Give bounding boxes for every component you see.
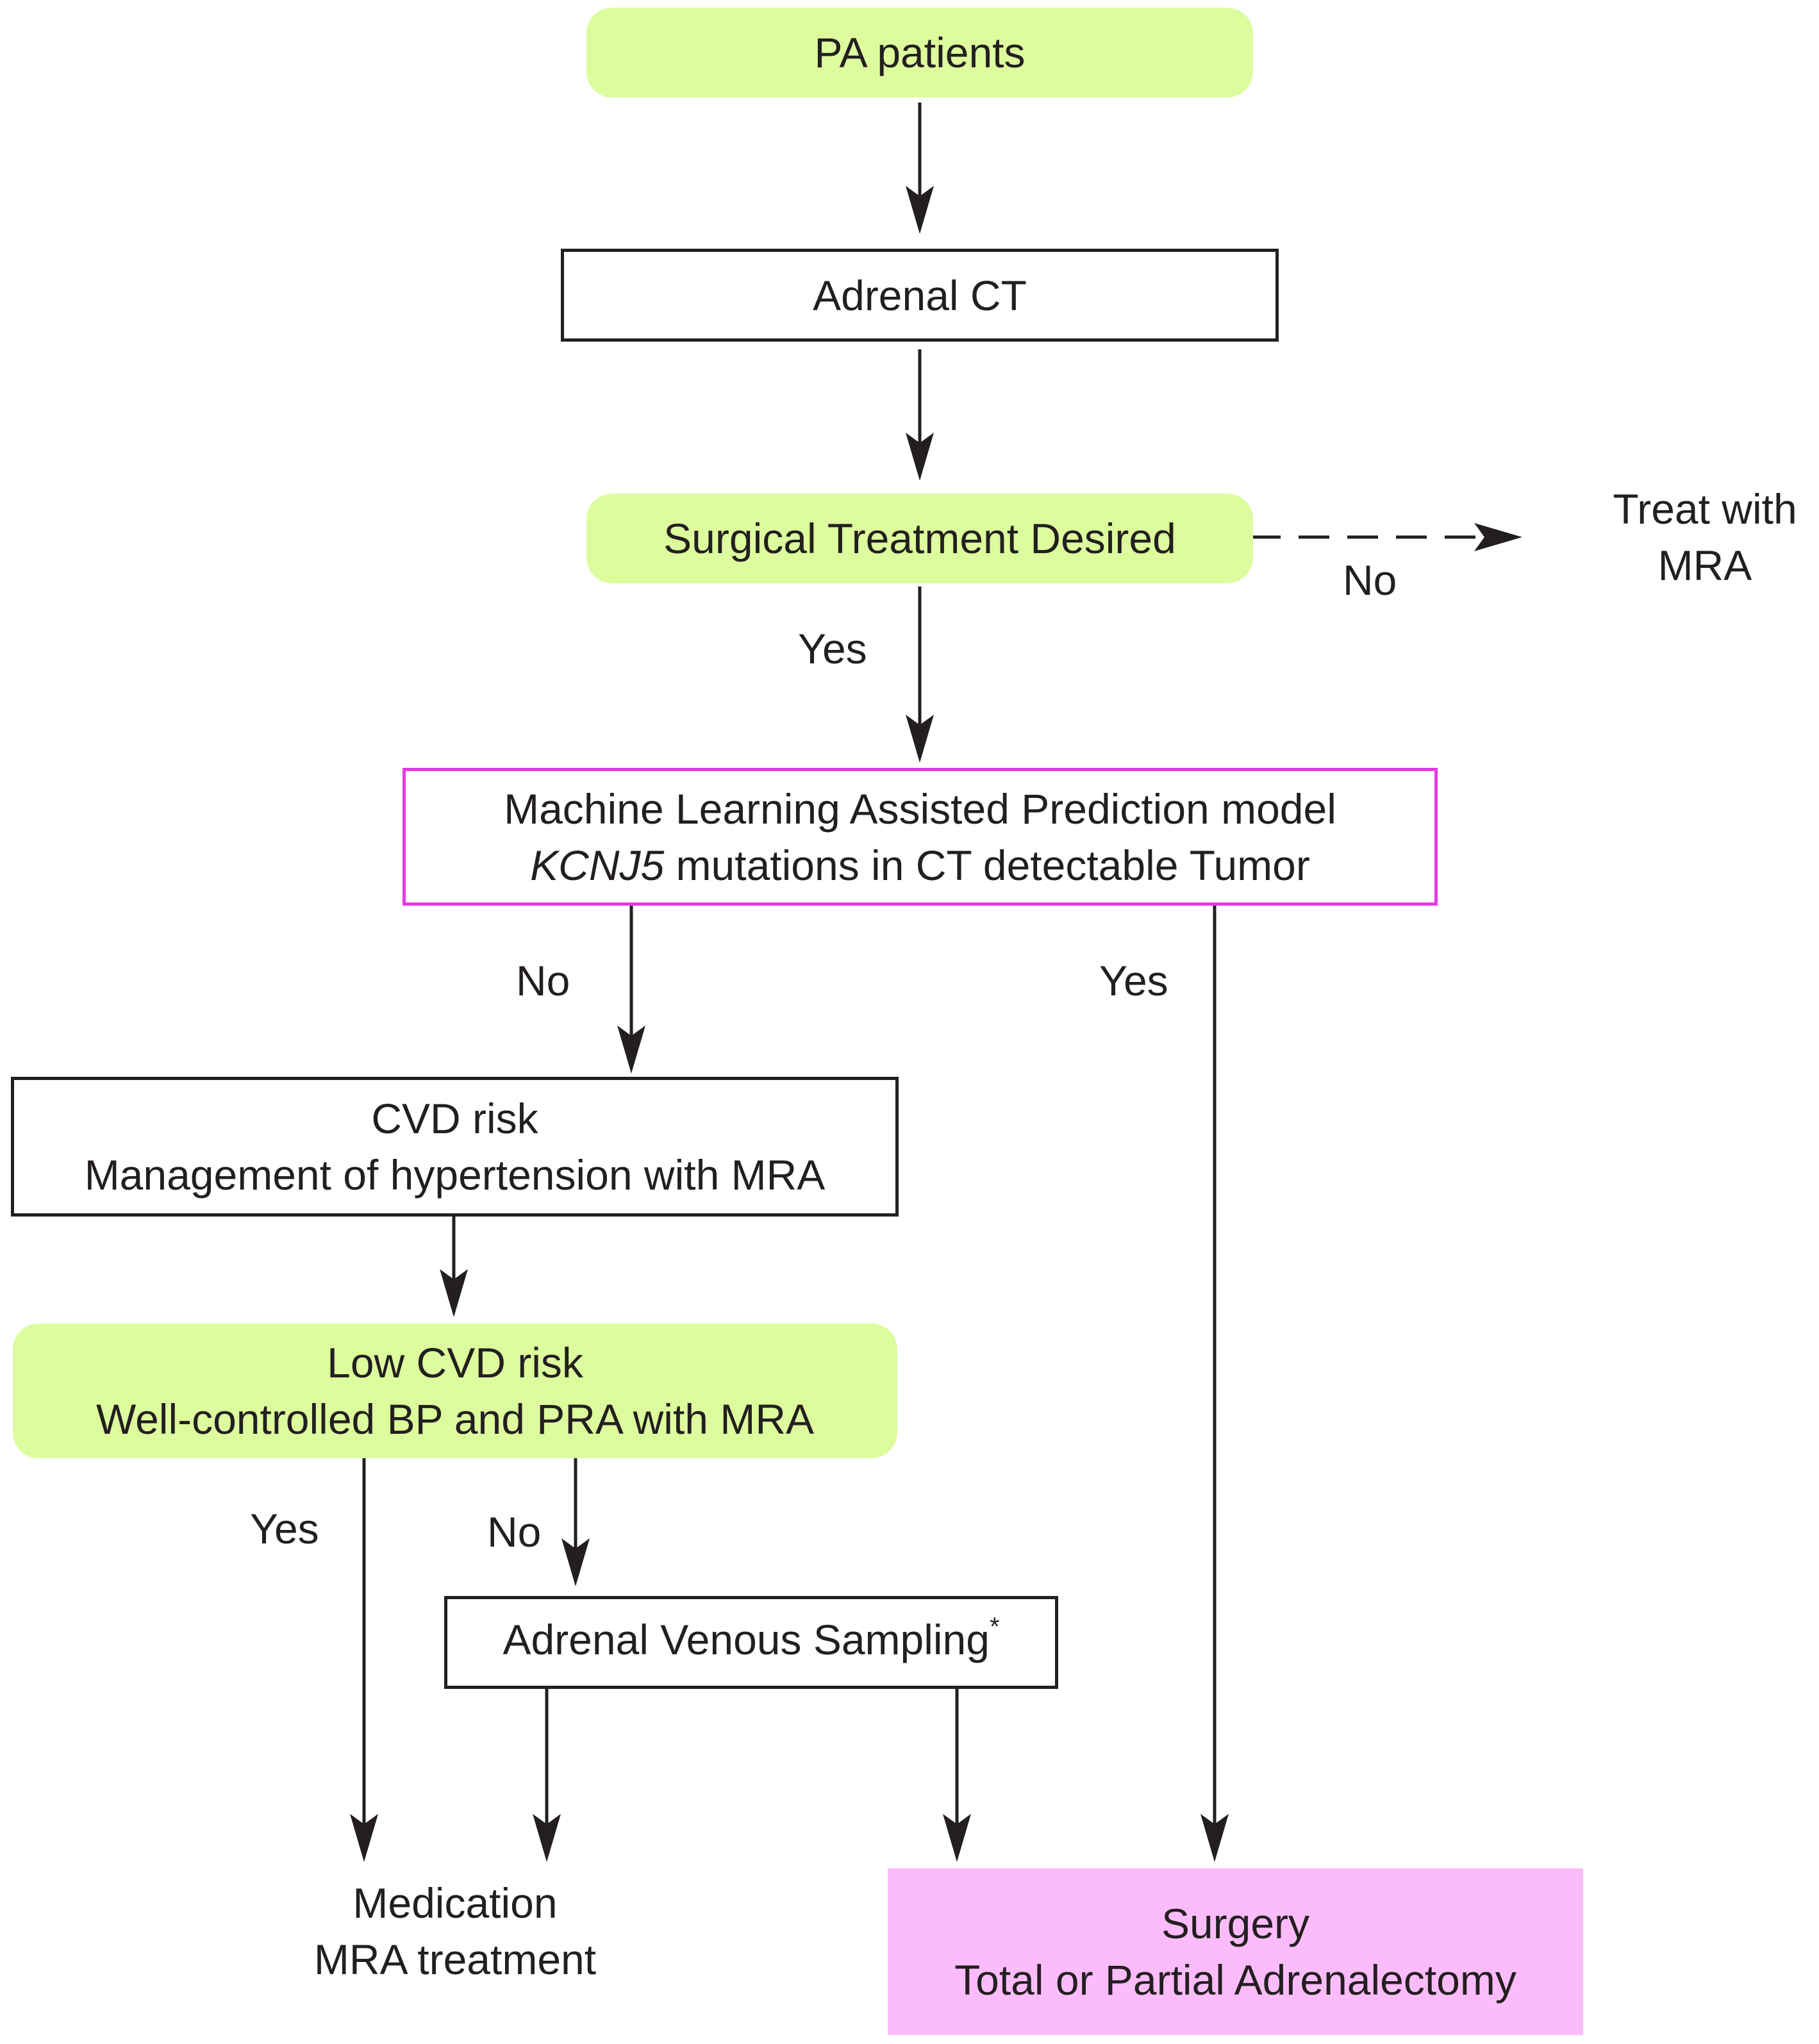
- avs-node: Adrenal Venous Sampling*: [444, 1596, 1058, 1689]
- low-cvd-risk-line1: Low CVD risk: [327, 1339, 583, 1386]
- arrowhead-ct-surgical: [906, 433, 934, 481]
- avs-footnote-mark: *: [989, 1612, 1000, 1641]
- arrowhead-ml-cvd: [617, 1026, 645, 1074]
- kcnj5-gene-name: KCNJ5: [530, 841, 665, 889]
- medication-node: Medication MRA treatment: [231, 1870, 679, 1992]
- pa-patients-node: PA patients: [586, 8, 1253, 97]
- avs-label: Adrenal Venous Sampling*: [503, 1611, 999, 1674]
- arrowhead-low-avs: [561, 1538, 590, 1586]
- surgery-line2: Total or Partial Adrenalectomy: [954, 1956, 1516, 2004]
- treat-with-mra-line1: Treat with: [1613, 485, 1797, 533]
- arrowhead-surgical-ml: [906, 715, 934, 763]
- cvd-risk-line1: CVD risk: [371, 1095, 538, 1142]
- medication-line2: MRA treatment: [313, 1936, 597, 1983]
- treat-with-mra-line2: MRA: [1657, 542, 1752, 589]
- edge-label-low-no: No: [487, 1508, 542, 1556]
- arrowhead-avs-surgery: [943, 1814, 971, 1862]
- ml-prediction-line2: KCNJ5 mutations in CT detectable Tumor: [530, 837, 1310, 893]
- ml-prediction-line2-rest: mutations in CT detectable Tumor: [664, 841, 1310, 889]
- treat-with-mra-node: Treat with MRA: [1564, 479, 1819, 595]
- low-cvd-risk-node: Low CVD risk Well-controlled BP and PRA …: [13, 1324, 897, 1458]
- arrowhead-avs-medication: [533, 1814, 561, 1862]
- arrowhead-cvd-low: [440, 1269, 468, 1317]
- arrowhead-ml-surgery: [1200, 1814, 1229, 1862]
- edge-label-surgical-no: No: [1343, 556, 1397, 604]
- low-cvd-risk-line2: Well-controlled BP and PRA with MRA: [96, 1395, 815, 1443]
- surgical-treatment-node: Surgical Treatment Desired: [586, 494, 1253, 583]
- medication-line1: Medication: [353, 1879, 558, 1927]
- arrowhead-low-medication: [350, 1814, 378, 1862]
- arrowhead-pa-ct: [906, 186, 934, 234]
- adrenal-ct-label: Adrenal CT: [813, 271, 1027, 319]
- avs-label-text: Adrenal Venous Sampling: [503, 1615, 990, 1663]
- edge-label-low-yes: Yes: [250, 1505, 319, 1552]
- ml-prediction-node: Machine Learning Assisted Prediction mod…: [403, 768, 1438, 906]
- edge-label-ml-yes: Yes: [1099, 957, 1168, 1004]
- surgery-node: Surgery Total or Partial Adrenalectomy: [888, 1868, 1583, 2035]
- pa-patients-label: PA patients: [814, 29, 1026, 76]
- edge-label-ml-no: No: [516, 957, 570, 1004]
- arrowhead-surgical-mra: [1474, 523, 1522, 551]
- ml-prediction-line1: Machine Learning Assisted Prediction mod…: [504, 785, 1336, 833]
- surgery-line1: Surgery: [1161, 1900, 1310, 1947]
- surgical-treatment-label: Surgical Treatment Desired: [663, 515, 1176, 562]
- edge-label-surgical-yes: Yes: [798, 625, 867, 672]
- adrenal-ct-node: Adrenal CT: [561, 249, 1279, 342]
- cvd-risk-line2: Management of hypertension with MRA: [84, 1151, 826, 1199]
- cvd-risk-node: CVD risk Management of hypertension with…: [11, 1077, 899, 1217]
